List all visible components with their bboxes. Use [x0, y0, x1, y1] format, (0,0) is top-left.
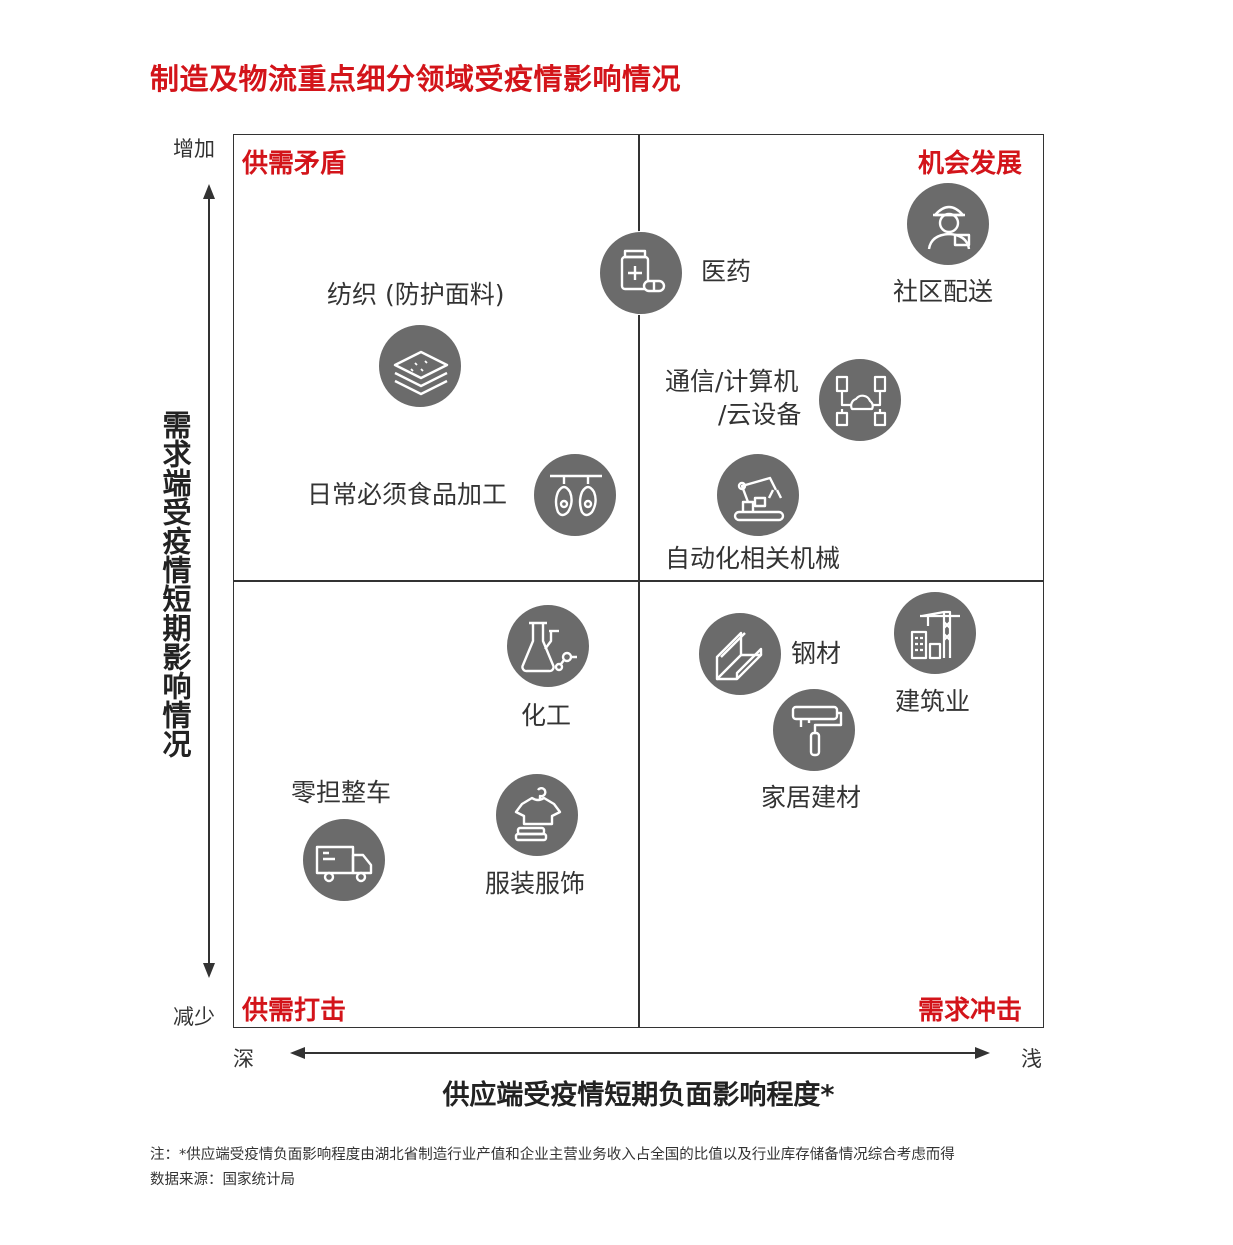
footnote: 注：*供应端受疫情负面影响程度由湖北省制造行业产值和企业主营业务收入占全国的比值… — [150, 1147, 955, 1163]
telecom-label-line1: 通信/计算机 — [665, 367, 799, 396]
meat-hooks-icon — [533, 453, 617, 537]
chemical-label: 化工 — [521, 701, 572, 730]
fabric-layers-icon — [378, 324, 462, 408]
crane-icon — [893, 591, 977, 675]
y-axis-bottom-label: 减少 — [173, 1005, 215, 1029]
home-building-label: 家居建材 — [761, 783, 862, 812]
paint-roller-icon — [772, 688, 856, 772]
chart-title: 制造及物流重点细分领域受疫情影响情况 — [150, 62, 682, 96]
robot-arm-icon — [716, 453, 800, 537]
cloud-network-icon — [818, 358, 902, 442]
ltl-freight-label: 零担整车 — [291, 778, 392, 807]
flask-icon — [506, 604, 590, 688]
medicine-label: 医药 — [701, 257, 752, 286]
apparel-label: 服装服饰 — [485, 869, 586, 898]
x-axis-right-label: 浅 — [1021, 1047, 1042, 1071]
quadrant-label-top-left: 供需矛盾 — [242, 149, 347, 179]
data-source: 数据来源：国家统计局 — [150, 1172, 295, 1188]
steel-beam-icon — [698, 612, 782, 696]
courier-icon — [906, 182, 990, 266]
community-delivery-label: 社区配送 — [893, 277, 994, 306]
quadrant-label-bottom-right: 需求冲击 — [918, 996, 1023, 1026]
medicine-icon — [599, 231, 683, 315]
horizontal-divider — [233, 580, 1044, 582]
clothing-icon — [495, 773, 579, 857]
x-axis-title: 供应端受疫情短期负面影响程度* — [442, 1080, 835, 1111]
automation-label: 自动化相关机械 — [665, 544, 841, 573]
construction-label: 建筑业 — [895, 687, 971, 716]
telecom-label-line2: /云设备 — [718, 400, 802, 429]
textile-label: 纺织 (防护面料) — [327, 280, 505, 309]
x-axis-left-label: 深 — [233, 1047, 254, 1071]
y-axis-top-label: 增加 — [173, 137, 215, 161]
truck-icon — [302, 818, 386, 902]
quadrant-label-top-right: 机会发展 — [918, 149, 1023, 179]
y-axis-title: 需求端受疫情短期影响情况 — [158, 410, 192, 758]
food-processing-label: 日常必须食品加工 — [307, 480, 508, 509]
quadrant-label-bottom-left: 供需打击 — [242, 996, 347, 1026]
steel-label: 钢材 — [791, 639, 842, 668]
